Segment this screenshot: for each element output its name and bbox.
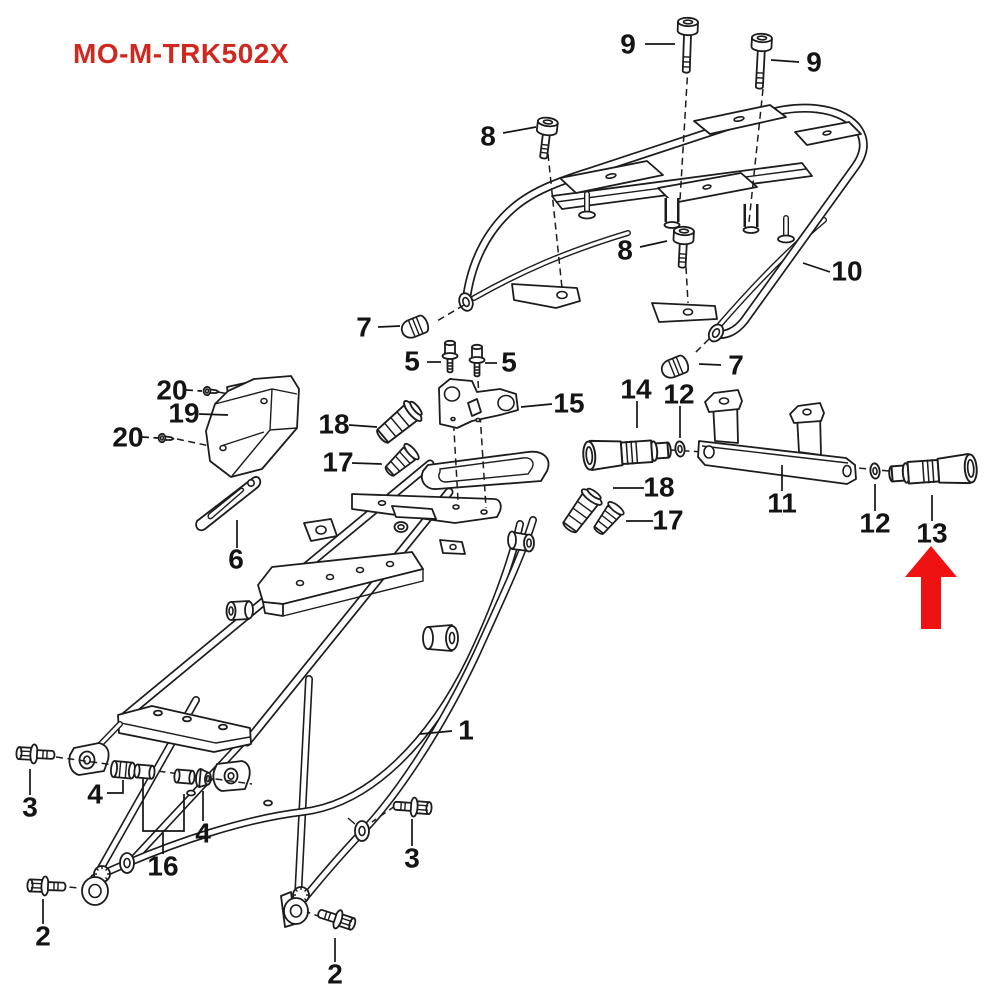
part-16-bracket — [142, 779, 185, 832]
part-label-20: 20 — [156, 375, 187, 406]
bolt-part-5b — [468, 343, 486, 378]
rack-mount-feet — [511, 283, 718, 323]
callout-leader-20 — [141, 436, 159, 439]
part-label-2: 2 — [35, 921, 51, 952]
bracket-part-15 — [438, 378, 519, 429]
front-bracket-plate — [68, 705, 252, 792]
part-label-18: 18 — [318, 409, 349, 440]
callout-leader-1 — [419, 730, 453, 735]
callout-leader-7 — [698, 363, 722, 366]
rear-mount-plate — [351, 493, 502, 555]
part-label-3: 3 — [404, 843, 420, 874]
callout-leader-20 — [185, 389, 203, 392]
rack-pads — [559, 104, 862, 204]
damper-part-18a — [371, 396, 428, 449]
bolt-part-2a — [26, 874, 67, 898]
callout-leader-18 — [348, 424, 378, 428]
screw-part-20b — [157, 432, 175, 444]
strip-part-6 — [195, 476, 262, 532]
bushing-part-4b — [172, 768, 196, 785]
part-label-5: 5 — [501, 347, 517, 378]
side-cylinder-right — [422, 624, 459, 652]
turn-signal-part-13 — [887, 452, 979, 490]
part-label-5: 5 — [404, 346, 420, 377]
part-label-13: 13 — [916, 518, 947, 549]
callout-leader-7 — [377, 325, 401, 328]
bolt-part-5a — [441, 339, 459, 374]
screw-part-20a — [202, 385, 220, 397]
part-label-6: 6 — [228, 544, 244, 575]
seat-lock-part-19 — [205, 375, 300, 478]
callout-leader-10 — [802, 262, 831, 273]
subframe-part-1 — [68, 450, 550, 928]
part-label-18: 18 — [643, 472, 674, 503]
callout-leader-9 — [770, 59, 800, 63]
callout-leader-17 — [351, 462, 383, 465]
signal-bracket-part-11 — [697, 389, 857, 485]
part-label-14: 14 — [620, 374, 652, 405]
side-cylinder-left — [225, 600, 254, 621]
part-label-7: 7 — [356, 312, 372, 343]
part-label-4: 4 — [87, 779, 103, 810]
callout-leader-8 — [502, 126, 537, 134]
callout-leader-15 — [520, 403, 553, 408]
part-label-3: 3 — [22, 792, 38, 823]
rack-pipe-ends — [458, 292, 725, 343]
seat-bridge-plate — [257, 551, 424, 617]
pivot-center — [280, 886, 310, 928]
highlight-arrow — [905, 546, 957, 629]
rubber-cap-part-7a — [398, 313, 432, 342]
part-label-17: 17 — [652, 505, 683, 536]
callout-leader-8 — [639, 240, 668, 248]
part-label-20: 20 — [112, 422, 143, 453]
part-label-8: 8 — [480, 121, 496, 152]
pivot-left — [81, 852, 135, 906]
rubber-cap-part-7b — [658, 353, 692, 382]
roller-right — [347, 817, 370, 842]
frame-rivet — [263, 799, 273, 807]
part-label-17: 17 — [322, 447, 353, 478]
bolt-part-3b — [391, 795, 434, 819]
luggage-rack-part-10 — [458, 103, 868, 343]
part-label-10: 10 — [831, 256, 862, 287]
bolt-part-2b — [314, 903, 359, 935]
washer-part-12a — [673, 440, 687, 458]
part-label-12: 12 — [663, 379, 694, 410]
part-label-9: 9 — [806, 47, 822, 78]
rear-cylinder-mount — [507, 530, 535, 553]
part-label-19: 19 — [168, 398, 199, 429]
callout-leader-19 — [198, 413, 229, 416]
part-label-15: 15 — [553, 388, 584, 419]
part-label-12: 12 — [859, 508, 890, 539]
bolt-part-9b — [748, 32, 774, 91]
bushing-part-4a2 — [132, 763, 156, 780]
bolt-part-8b — [671, 225, 696, 270]
assembly-axis-lines — [55, 65, 890, 918]
part-label-7: 7 — [728, 350, 744, 381]
bushing-part-4b2 — [194, 767, 213, 789]
mid-tab-bracket — [303, 518, 338, 542]
part-label-4: 4 — [195, 818, 211, 849]
part-label-8: 8 — [617, 235, 633, 266]
bolt-part-9a — [675, 16, 700, 74]
bolt-part-3a — [15, 742, 56, 766]
callout-leader-4 — [107, 780, 124, 794]
turn-signal-part-14 — [581, 434, 673, 472]
rear-loop — [421, 450, 550, 490]
bolt-part-8a — [532, 115, 560, 161]
part-label-2: 2 — [327, 959, 343, 990]
part-label-11: 11 — [767, 488, 797, 519]
washer-part-12b — [868, 462, 882, 480]
bushing-part-4a — [109, 759, 137, 780]
diagram-code: MO-M-TRK502X — [73, 38, 290, 69]
part-label-1: 1 — [458, 715, 474, 746]
frame-rivet — [186, 789, 196, 797]
part-label-16: 16 — [147, 851, 178, 882]
part-label-9: 9 — [620, 29, 636, 60]
